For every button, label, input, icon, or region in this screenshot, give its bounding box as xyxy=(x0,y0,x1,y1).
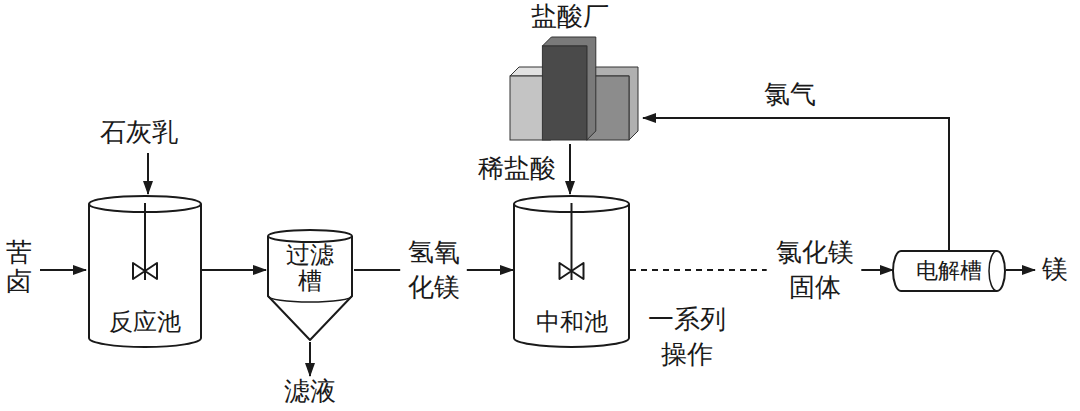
edge-label: 稀盐酸 xyxy=(478,153,556,184)
node-text: 盐酸厂 xyxy=(531,2,609,31)
operations-label: 一系列操作 xyxy=(648,302,726,372)
factory-building: 盐酸厂 xyxy=(500,2,640,142)
connector-segment xyxy=(467,269,513,271)
magnesium-label: 镁 xyxy=(1042,254,1068,285)
flow-connector xyxy=(643,118,949,250)
node-text: 反应池 xyxy=(109,309,181,335)
filter-tank: 过滤槽 xyxy=(266,228,354,342)
node-text: 中和池 xyxy=(536,309,608,335)
edge-label: 氯气 xyxy=(764,79,816,110)
flow-connector xyxy=(570,144,571,194)
reaction-tank: 反应池 xyxy=(88,195,202,347)
edge-label: 氢氧化镁 xyxy=(406,235,461,305)
connector-segment xyxy=(643,118,949,250)
brine-label: 苦卤 xyxy=(6,238,32,295)
edge-label: 氯化镁固体 xyxy=(775,235,856,305)
neutralization-tank: 中和池 xyxy=(513,195,630,347)
connector-segment xyxy=(861,269,893,271)
filtrate-arrow xyxy=(309,342,311,376)
magnesium-out-arrow xyxy=(1006,269,1035,271)
connector-segment xyxy=(202,269,266,271)
filtrate-label: 滤液 xyxy=(284,376,336,407)
node-text: 过滤槽 xyxy=(285,242,335,295)
connector-segment xyxy=(569,144,571,194)
electrolytic-cell: 电解槽 xyxy=(893,250,1005,292)
lime-feed-arrow xyxy=(147,153,149,194)
brine-feed-arrow xyxy=(40,269,86,271)
lime-milk-label: 石灰乳 xyxy=(100,117,178,148)
connector-segment xyxy=(354,269,400,271)
flow-connector xyxy=(202,270,266,271)
node-text: 电解槽 xyxy=(916,259,982,283)
connector-segment xyxy=(630,269,767,271)
